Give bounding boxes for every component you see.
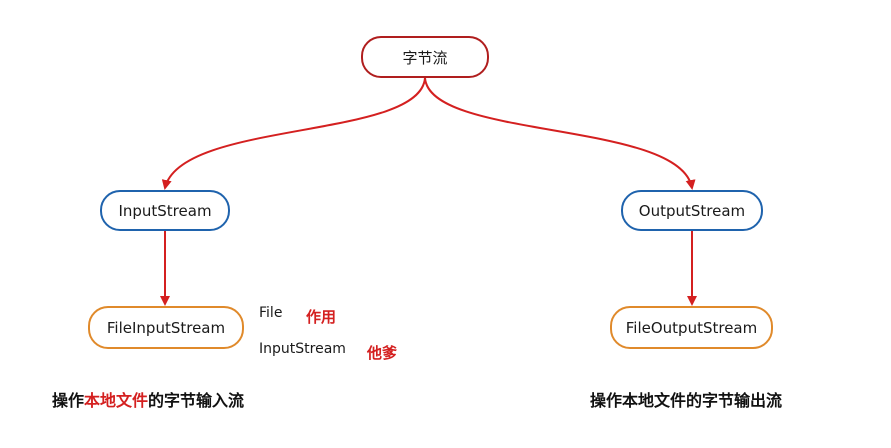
fileinputstream-node: FileInputStream bbox=[88, 306, 244, 349]
outputstream-node-label: OutputStream bbox=[638, 201, 746, 220]
edge-root-to-outputstream bbox=[424, 77, 696, 190]
outputstream-node: OutputStream bbox=[621, 190, 763, 231]
note-file-role: 作用 bbox=[306, 308, 337, 326]
left-caption: 操作本地文件的字节输入流 bbox=[52, 387, 244, 411]
note-file-label: File bbox=[259, 305, 283, 321]
left-caption-prefix: 操作 bbox=[52, 391, 85, 410]
left-caption-highlight: 本地文件 bbox=[84, 391, 149, 410]
left-caption-suffix: 的字节输入流 bbox=[148, 391, 245, 410]
root-node-label: 字节流 bbox=[402, 48, 448, 67]
note-inputstream-role: 他爹 bbox=[367, 344, 398, 362]
inputstream-node: InputStream bbox=[100, 190, 230, 231]
fileoutputstream-node: FileOutputStream bbox=[610, 306, 773, 349]
note-inputstream-label: InputStream bbox=[259, 341, 346, 357]
root-node-byte-stream: 字节流 bbox=[361, 36, 489, 78]
right-caption: 操作本地文件的字节输出流 bbox=[590, 391, 783, 410]
fileinputstream-node-label: FileInputStream bbox=[106, 318, 226, 337]
fileoutputstream-node-label: FileOutputStream bbox=[625, 318, 758, 337]
edge-root-to-inputstream bbox=[161, 77, 426, 190]
inputstream-node-label: InputStream bbox=[118, 201, 212, 220]
